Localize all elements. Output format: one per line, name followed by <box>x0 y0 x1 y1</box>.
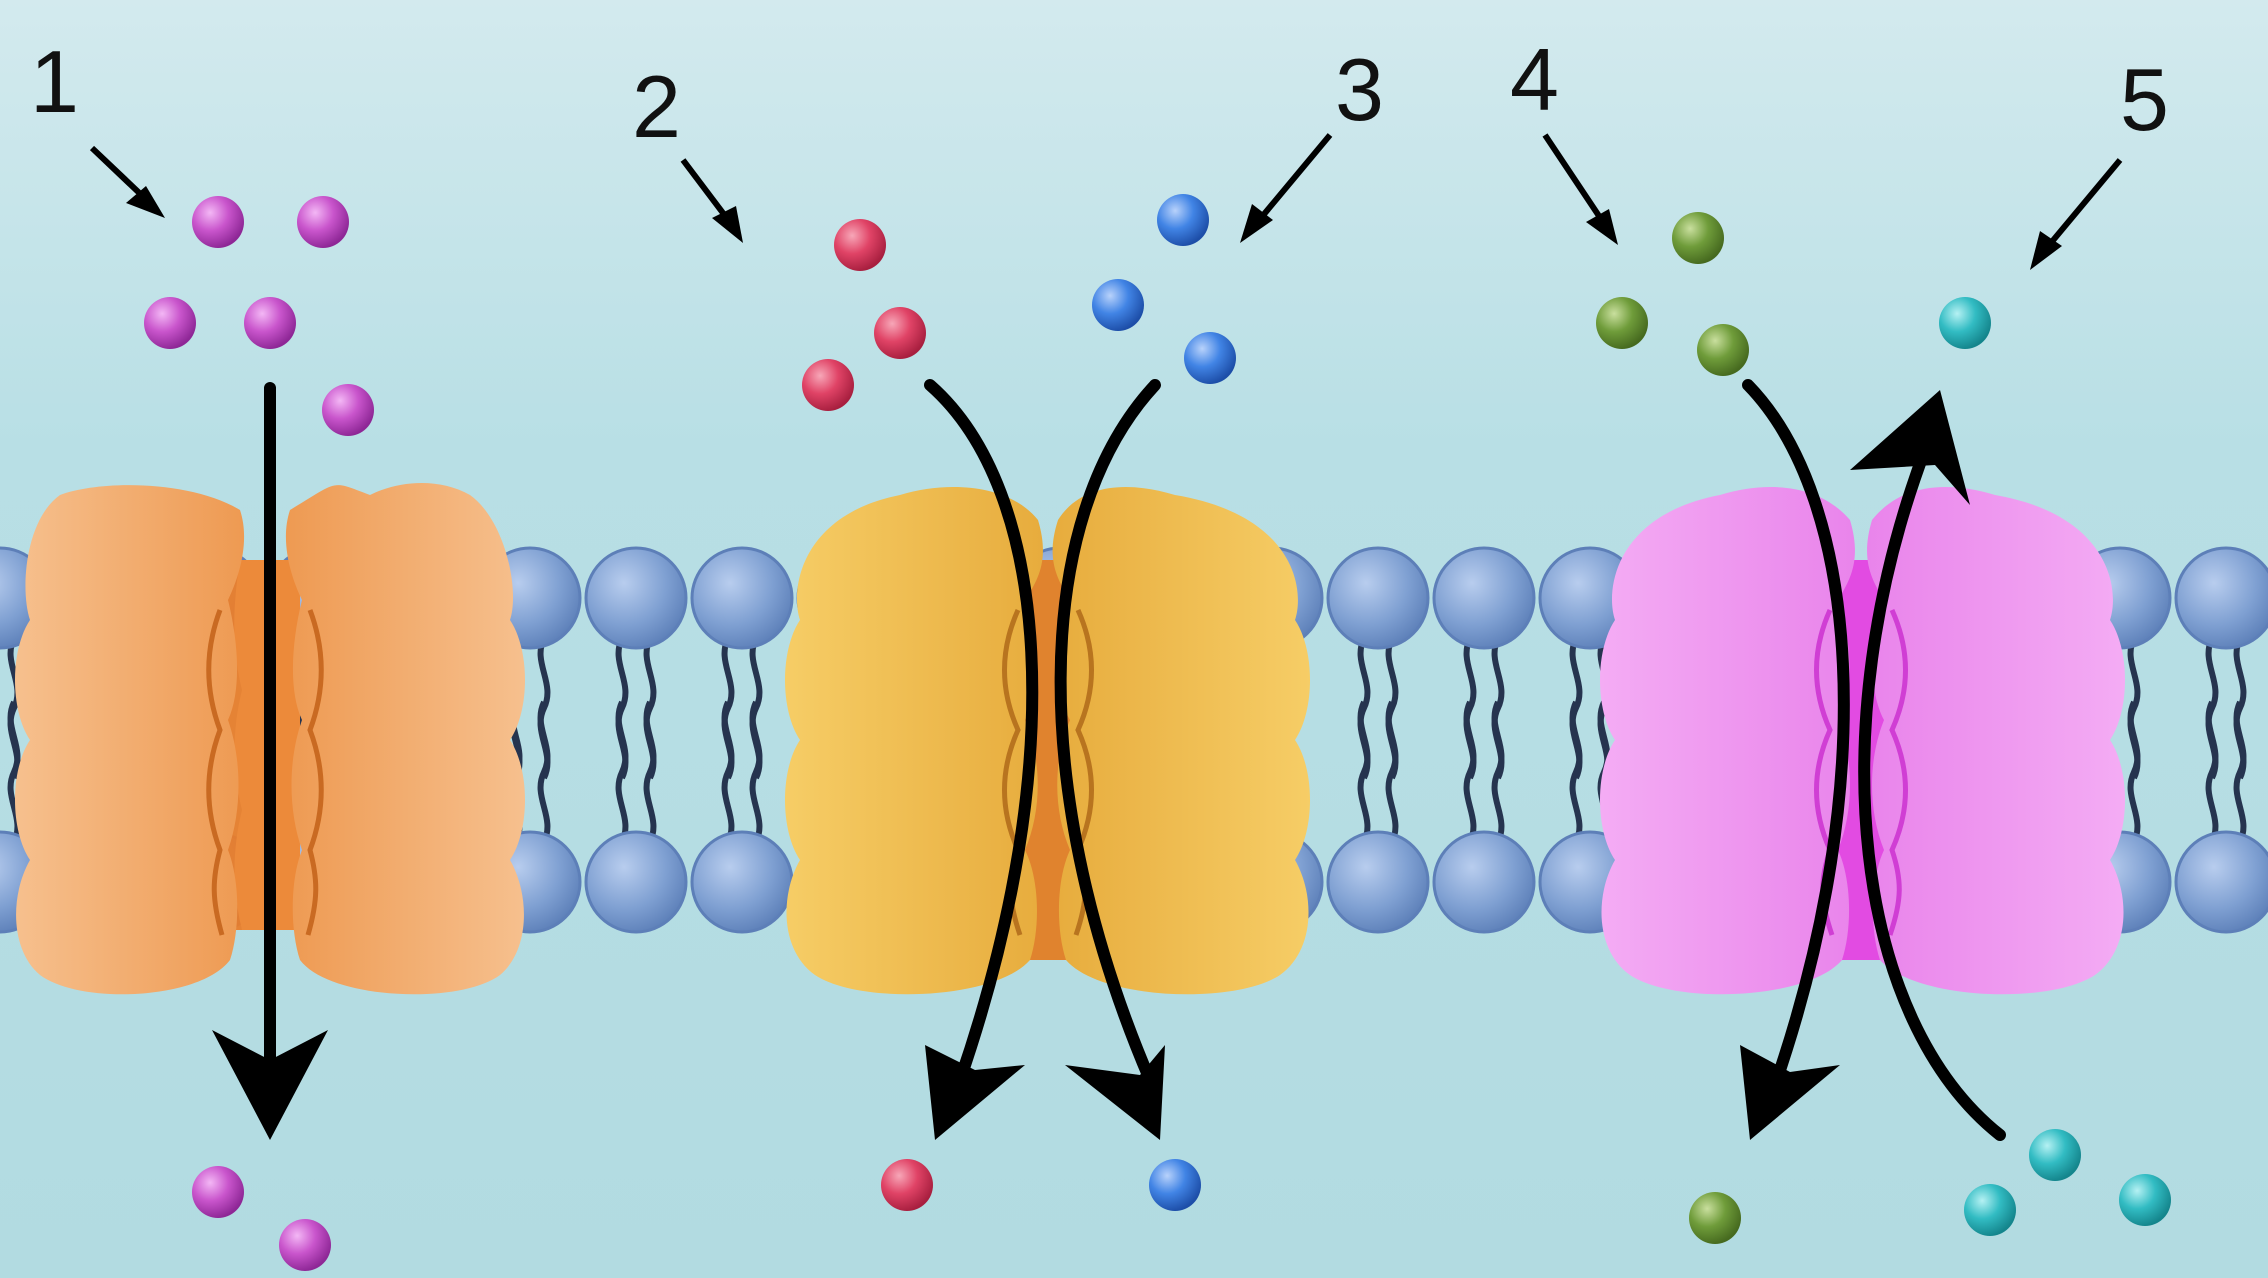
arrow-5 <box>1858 444 2006 1141</box>
lipid-tail <box>2205 700 2219 844</box>
channel-2-protein <box>785 487 1310 995</box>
molecule-5-icon <box>2119 1174 2171 1226</box>
molecule-1-icon <box>279 1219 331 1271</box>
arrowhead-4 <box>1740 1045 1840 1140</box>
lipid-head-icon <box>1432 830 1536 934</box>
lipid-head-icon <box>584 546 688 650</box>
lipid-head-icon <box>1432 546 1536 650</box>
molecule-1-icon <box>192 196 244 248</box>
molecule-3-icon <box>1149 1159 1201 1211</box>
molecule-4-icon <box>1697 324 1749 376</box>
arrow-3 <box>1054 379 1161 1086</box>
flow-arrows <box>264 379 2006 1141</box>
lipid-tail <box>749 700 763 844</box>
molecule-1-icon <box>297 196 349 248</box>
lipid-head-icon <box>1326 830 1430 934</box>
lipid-tail <box>615 700 629 844</box>
lipid-head-icon <box>584 830 688 934</box>
lipid-head-icon <box>1326 546 1430 650</box>
molecule-1-icon <box>322 384 374 436</box>
arrowhead-1 <box>212 1030 328 1140</box>
arrow-heads <box>212 390 1970 1140</box>
molecules-type-5 <box>1939 297 2171 1236</box>
lipid-tail <box>1569 700 1583 844</box>
molecule-5-icon <box>1939 297 1991 349</box>
molecule-3-icon <box>1157 194 1209 246</box>
lipid-tail <box>1463 700 1477 844</box>
label-5: 5 <box>2120 50 2169 149</box>
channel-1-protein <box>15 482 525 995</box>
label-1: 1 <box>30 32 79 131</box>
label-3: 3 <box>1335 40 1384 139</box>
label-4: 4 <box>1510 30 1559 129</box>
molecule-4-icon <box>1596 297 1648 349</box>
molecule-2-icon <box>881 1159 933 1211</box>
lipid-head-icon <box>2174 830 2268 934</box>
molecule-2-icon <box>834 219 886 271</box>
arrowhead-3 <box>1065 1045 1165 1140</box>
arrow-2 <box>924 379 1039 1086</box>
molecules-type-1 <box>144 196 374 1271</box>
lipid-tail <box>1357 700 1371 844</box>
molecule-5-icon <box>2029 1129 2081 1181</box>
lipid-tail <box>1491 700 1505 844</box>
lipid-tail <box>1385 700 1399 844</box>
molecule-2-icon <box>802 359 854 411</box>
molecule-4-icon <box>1672 212 1724 264</box>
lipid-head-icon <box>2174 546 2268 650</box>
molecules-type-3 <box>1092 194 1236 1211</box>
label-pointer-heads <box>126 186 2062 270</box>
molecule-1-icon <box>144 297 196 349</box>
lipid-tail <box>643 700 657 844</box>
lipid-head-icon <box>690 830 794 934</box>
label-2: 2 <box>632 57 681 156</box>
molecule-3-icon <box>1092 279 1144 331</box>
arrow-4 <box>1742 379 1850 1091</box>
lipid-tail <box>537 700 551 844</box>
arrowhead-2 <box>925 1045 1025 1140</box>
lipid-head-icon <box>690 546 794 650</box>
molecule-4-icon <box>1689 1192 1741 1244</box>
molecule-2-icon <box>874 307 926 359</box>
molecule-1-icon <box>192 1166 244 1218</box>
molecule-1-icon <box>244 297 296 349</box>
molecules-type-2 <box>802 219 933 1211</box>
molecule-3-icon <box>1184 332 1236 384</box>
molecule-5-icon <box>1964 1184 2016 1236</box>
lipid-tail <box>2233 700 2247 844</box>
lipid-tail <box>2127 700 2141 844</box>
molecules-type-4 <box>1596 212 1749 1244</box>
arrowhead-5 <box>1850 390 1970 505</box>
lipid-tail <box>721 700 735 844</box>
